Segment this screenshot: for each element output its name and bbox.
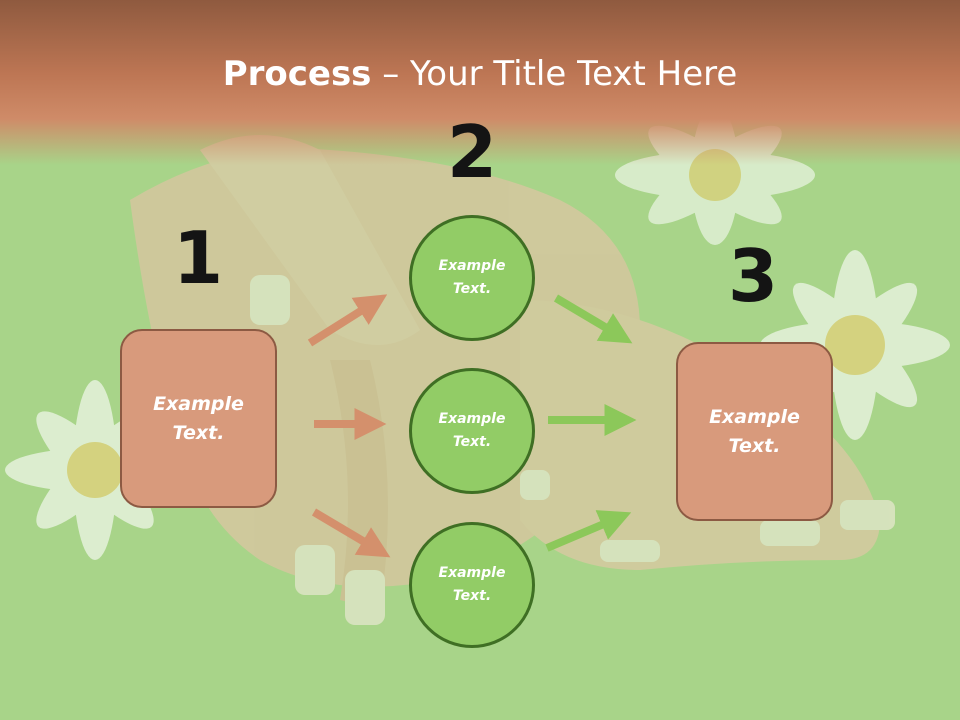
arrow-1-to-2-top (307, 294, 388, 347)
step-2-circle-bottom: Example Text. (409, 522, 535, 648)
title-band (0, 0, 960, 165)
arrow-2-bottom-to-3 (545, 510, 632, 552)
step-2-circle-top: Example Text. (409, 215, 535, 341)
title-bold: Process (222, 54, 372, 94)
arrow-2-top-to-3 (553, 294, 633, 344)
step-1-text: Example Text. (153, 392, 244, 444)
step-2-circle-text: Example Text. (438, 565, 506, 604)
arrow-1-to-2-bottom (311, 508, 391, 558)
title-rest: – Your Title Text Here (371, 54, 738, 94)
slide-title: Process – Your Title Text Here (0, 52, 960, 96)
step-number-2: 2 (446, 110, 498, 194)
step-3-box: Example Text. (676, 342, 833, 521)
step-number-3: 3 (727, 234, 779, 318)
step-2-circle-text: Example Text. (438, 411, 506, 450)
step-3-text: Example Text. (709, 405, 800, 457)
step-1-box: Example Text. (120, 329, 277, 508)
step-2-circle-middle: Example Text. (409, 368, 535, 494)
step-2-circle-text: Example Text. (438, 258, 506, 297)
step-number-1: 1 (172, 216, 224, 300)
